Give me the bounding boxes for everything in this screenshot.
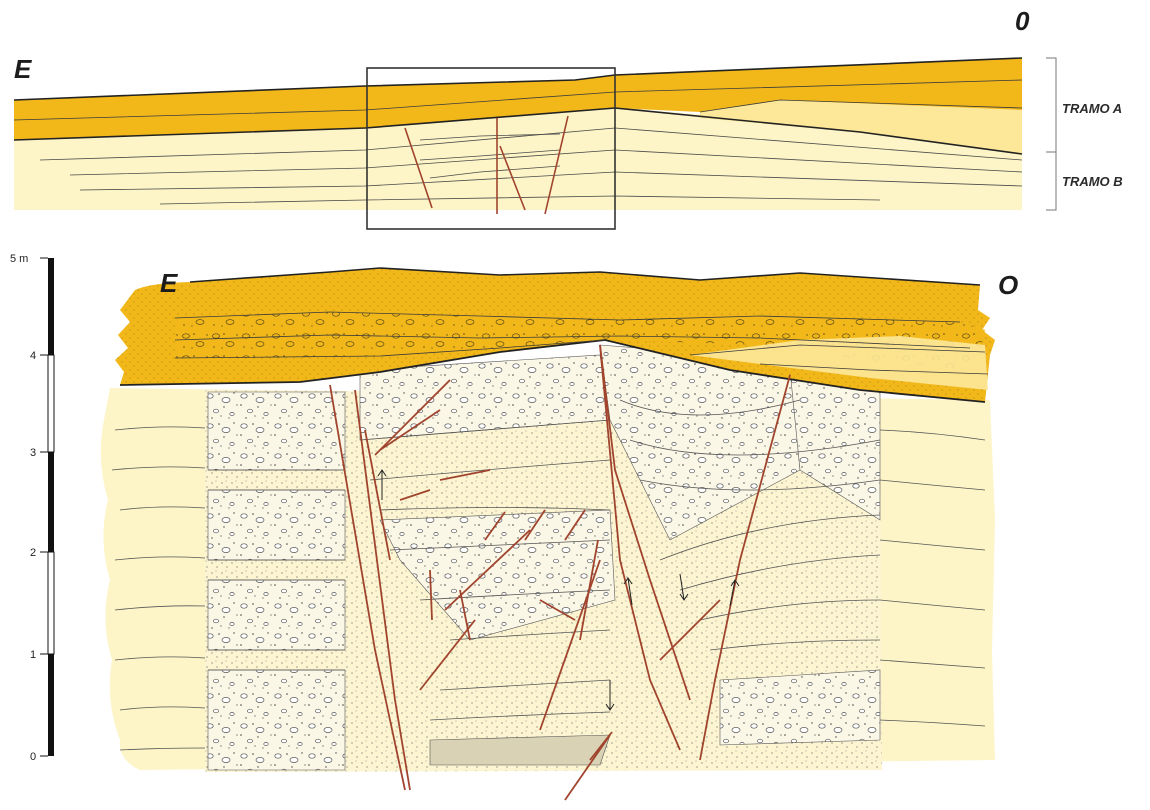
scale-segment xyxy=(48,552,54,654)
scale-tick-label: 2 xyxy=(30,547,36,559)
detail-left-orientation: E xyxy=(160,268,178,298)
scale-segment xyxy=(48,654,54,756)
scale-segment xyxy=(48,258,54,355)
tramo-a-label: TRAMO A xyxy=(1062,101,1122,116)
scale-tick-label: 4 xyxy=(30,350,36,362)
scale-segment xyxy=(48,355,54,452)
scale-bar: 5 m 4 3 2 1 0 xyxy=(10,253,54,763)
scale-tick-label: 3 xyxy=(30,447,36,459)
scale-tick-label: 1 xyxy=(30,649,36,661)
tramo-bracket xyxy=(1046,58,1056,210)
scale-unit-label: 5 m xyxy=(10,253,28,265)
overview-left-orientation: E xyxy=(14,54,32,84)
scale-segment xyxy=(48,452,54,552)
detail-section: E O xyxy=(101,268,1018,800)
detail-right-orientation: O xyxy=(998,270,1018,300)
tramo-b-label: TRAMO B xyxy=(1062,174,1123,189)
scale-tick-label: 0 xyxy=(30,751,36,763)
overview-right-orientation: 0 xyxy=(1015,6,1030,36)
overview-section: E 0 TRAMO A TRAMO B xyxy=(14,6,1123,229)
